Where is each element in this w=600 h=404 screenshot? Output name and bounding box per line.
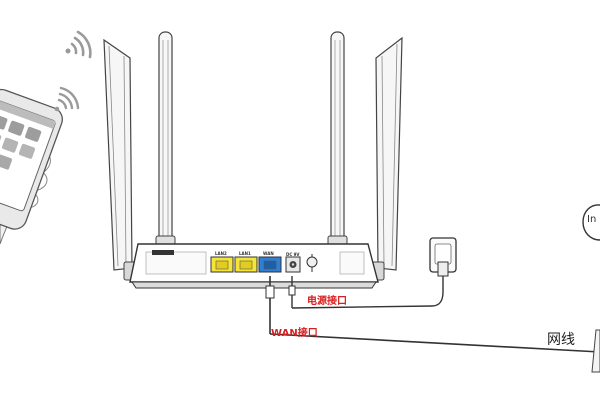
modem-device	[591, 329, 600, 373]
antenna-left-outer	[103, 38, 133, 271]
wifi-signal-icon-small	[54, 86, 80, 112]
wifi-signal-icon	[65, 30, 92, 59]
dc-power-port	[285, 256, 301, 273]
wan-port	[258, 256, 282, 273]
internet-cloud-icon	[582, 204, 600, 241]
dc-port-label: DC 9V	[286, 252, 300, 257]
antenna-right-inner	[327, 31, 348, 255]
wan-port-label: WAN接口	[271, 328, 318, 339]
power-adapter-icon	[429, 237, 457, 277]
power-port-label: 电源接口	[307, 296, 347, 307]
reset-button	[306, 254, 318, 272]
power-cable	[288, 274, 444, 309]
router-icon	[103, 31, 403, 289]
lan1-port	[234, 256, 258, 273]
antenna-right-outer	[375, 36, 403, 271]
lan2-port	[210, 256, 234, 273]
lan2-port-label: LAN2	[215, 251, 227, 256]
network-cable-label: 网线	[547, 332, 575, 348]
wan-cable	[265, 276, 600, 353]
phone-screen	[0, 99, 56, 170]
internet-cloud-label: In	[587, 214, 597, 225]
wan-port-printed-label: WAN	[263, 251, 274, 256]
lan1-port-label: LAN1	[239, 251, 251, 256]
antenna-left-inner	[155, 31, 176, 255]
smartphone-in-hand-icon	[0, 88, 63, 245]
